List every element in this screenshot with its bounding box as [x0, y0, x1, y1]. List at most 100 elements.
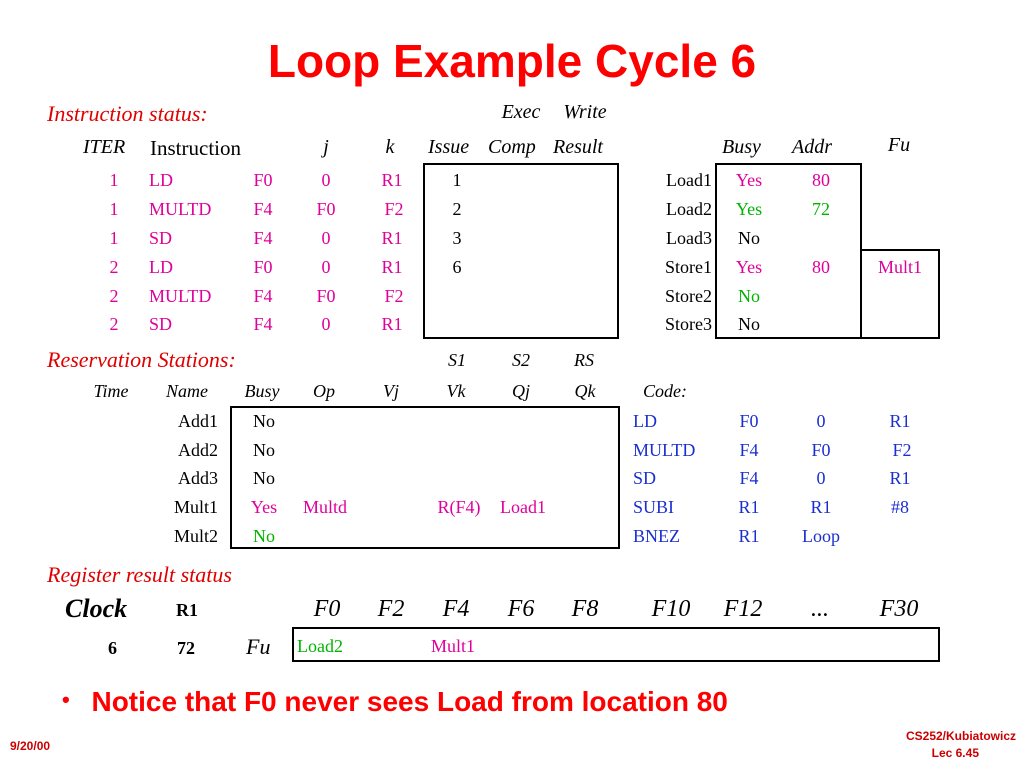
reservation-stations-label: Reservation Stations:	[47, 347, 236, 372]
rs-busy: No	[253, 526, 275, 546]
store-fu-box	[860, 249, 940, 339]
reg-f0: F0	[313, 596, 341, 622]
k-cell: R1	[381, 257, 403, 277]
rs-name: Add3	[178, 468, 218, 488]
register-result-label: Register result status	[47, 562, 232, 587]
rs-busy: No	[253, 440, 275, 460]
issue-cell: 1	[452, 170, 462, 190]
qj-header: Qj	[512, 381, 530, 401]
k-cell: R1	[381, 314, 403, 334]
dest-cell: F4	[253, 286, 273, 306]
j-cell: 0	[321, 257, 331, 277]
addr-header: Addr	[792, 136, 832, 158]
buffer-name: Load3	[666, 228, 712, 248]
op-cell: LD	[149, 170, 173, 190]
op-cell: MULTD	[149, 286, 212, 306]
buffer-busy: No	[738, 286, 760, 306]
rs-busy: Yes	[250, 497, 278, 517]
issue-cell: 3	[452, 228, 462, 248]
code-arg: R1	[738, 497, 760, 517]
s2-header: S2	[512, 350, 530, 370]
qk-header: Qk	[574, 381, 596, 401]
bullet-text: Notice that F0 never sees Load from loca…	[91, 686, 728, 717]
result-header: Result	[553, 136, 603, 158]
j-cell: 0	[321, 314, 331, 334]
clock-value: 6	[108, 638, 117, 658]
buffer-name: Load2	[666, 199, 712, 219]
footer-lecture: Lec 6.45	[931, 746, 979, 760]
rs-busy: No	[253, 411, 275, 431]
bullet-icon: •	[62, 687, 70, 712]
code-op: SD	[633, 468, 657, 488]
buffer-busy: No	[738, 314, 760, 334]
j-cell: F0	[316, 286, 336, 306]
issue-cell: 6	[452, 257, 462, 277]
instruction-header: Instruction	[150, 136, 241, 160]
rs-name: Add2	[178, 440, 218, 460]
buffer-busy: Yes	[735, 257, 763, 277]
vj-header: Vj	[383, 381, 399, 401]
buffer-fu: Mult1	[877, 257, 923, 277]
issue-header: Issue	[428, 136, 470, 158]
comp-header: Comp	[488, 136, 536, 158]
fu-row-label: Fu	[246, 634, 271, 659]
code-arg: F2	[892, 440, 912, 460]
slide-title: Loop Example Cycle 6	[267, 35, 757, 87]
buffer-busy: Yes	[735, 199, 763, 219]
k-cell: F2	[384, 286, 404, 306]
code-arg: R1	[889, 468, 911, 488]
code-arg: R1	[889, 411, 911, 431]
k-header: k	[385, 136, 395, 158]
op-header: Op	[313, 381, 335, 401]
rs-vk: R(F4)	[437, 497, 481, 517]
dest-cell: F4	[253, 314, 273, 334]
op-cell: MULTD	[149, 199, 212, 219]
op-cell: SD	[149, 314, 173, 334]
rs-qj: Load1	[500, 497, 546, 517]
code-arg: F0	[739, 411, 759, 431]
code-arg: 0	[816, 468, 826, 488]
k-cell: R1	[381, 228, 403, 248]
j-header: j	[323, 136, 329, 158]
k-cell: F2	[384, 199, 404, 219]
op-cell: SD	[149, 228, 173, 248]
buffer-name: Store1	[665, 257, 712, 277]
clock-label: Clock	[65, 594, 128, 623]
reg-f6: F6	[507, 596, 535, 622]
dest-cell: F0	[253, 170, 273, 190]
rs-header: RS	[574, 350, 594, 370]
issue-cell: 2	[452, 199, 462, 219]
name-header: Name	[166, 381, 208, 401]
buffer-addr: 80	[812, 170, 830, 190]
rs-name: Mult2	[173, 526, 218, 546]
fu-header: Fu	[887, 134, 911, 156]
code-arg: R1	[738, 526, 760, 546]
buffer-busy: No	[738, 228, 760, 248]
reg-f12: F12	[723, 596, 763, 622]
vk-header: Vk	[446, 381, 466, 401]
code-op: BNEZ	[633, 526, 680, 546]
iter-cell: 1	[109, 199, 119, 219]
dest-cell: F4	[253, 199, 273, 219]
buffer-busy: Yes	[735, 170, 763, 190]
iter-header: ITER	[83, 136, 126, 158]
buffer-addr: 72	[812, 199, 830, 219]
r1-label: R1	[176, 600, 198, 620]
j-cell: F0	[316, 199, 336, 219]
register-result-box	[292, 627, 940, 662]
rs-name: Add1	[178, 411, 218, 431]
r1-value: 72	[177, 638, 195, 658]
dest-cell: F0	[253, 257, 273, 277]
rs-op: Multd	[302, 497, 348, 517]
code-op: LD	[633, 411, 657, 431]
instruction-status-label: Instruction status:	[47, 101, 208, 126]
code-arg: R1	[810, 497, 832, 517]
code-label: Code:	[643, 381, 687, 401]
rs-busy: No	[253, 468, 275, 488]
buffer-name: Store3	[665, 314, 712, 334]
reg-f2: F2	[377, 596, 405, 622]
busy-header: Busy	[722, 136, 761, 158]
buffer-name: Load1	[666, 170, 712, 190]
instruction-status-box	[423, 163, 619, 339]
iter-cell: 1	[109, 170, 119, 190]
